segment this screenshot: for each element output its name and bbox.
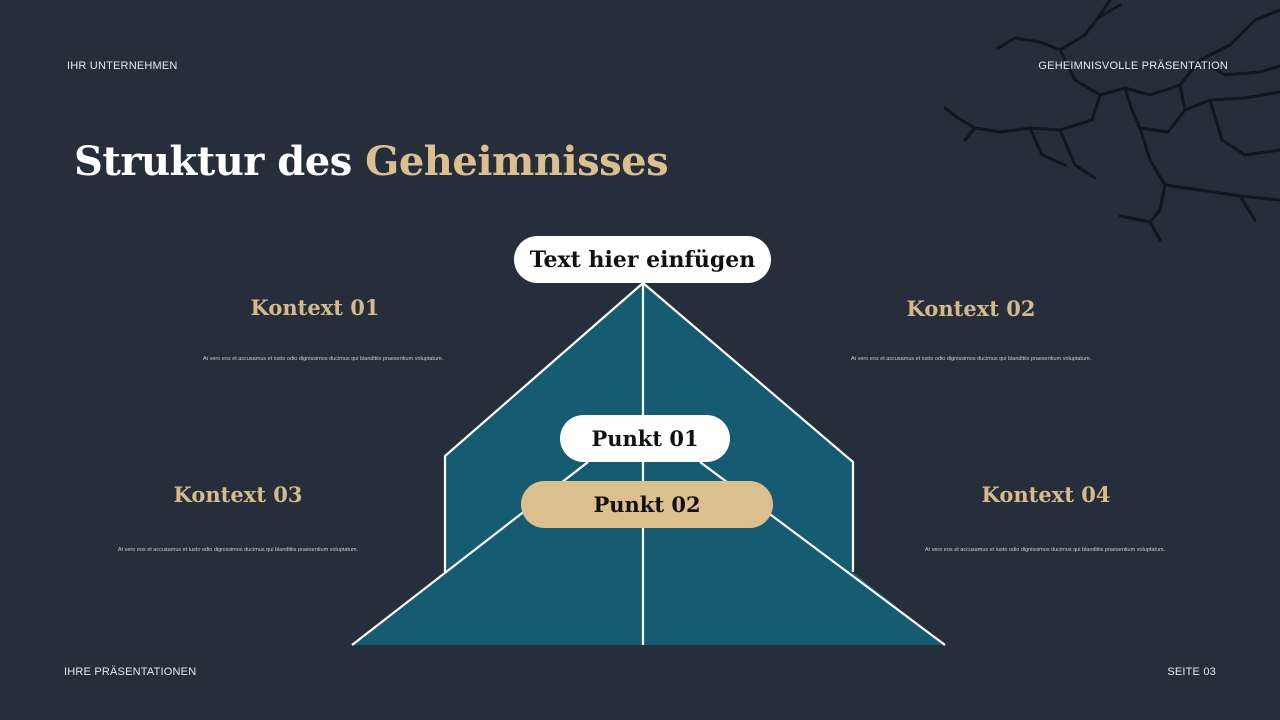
pyramid-base xyxy=(352,572,945,645)
context-03-body: At vero eos et accusamus et iusto odio d… xyxy=(117,547,359,553)
context-01-title: Kontext 01 xyxy=(250,295,380,320)
pyramid-outline-right xyxy=(642,282,855,572)
context-03-title: Kontext 03 xyxy=(173,482,303,507)
top-label-pill: Text hier einfügen xyxy=(514,236,771,283)
point-01-pill: Punkt 01 xyxy=(560,415,730,462)
context-02-title: Kontext 02 xyxy=(906,296,1036,321)
footer-presentations: IHRE PRÄSENTATIONEN xyxy=(64,666,197,678)
page-title: Struktur des Geheimnisses xyxy=(74,138,669,185)
title-accent: Geheimnisses xyxy=(365,138,669,185)
company-name: IHR UNTERNEHMEN xyxy=(67,60,178,72)
context-04-body: At vero eos et accusamus et iusto odio d… xyxy=(924,547,1166,553)
context-02-body: At vero eos et accusamus et iusto odio d… xyxy=(850,356,1092,362)
page-number: SEITE 03 xyxy=(1167,666,1216,678)
context-04-title: Kontext 04 xyxy=(981,482,1111,507)
presentation-name: GEHEIMNISVOLLE PRÄSENTATION xyxy=(1038,60,1228,72)
context-01-body: At vero eos et accusamus et iusto odio d… xyxy=(202,356,444,362)
pyramid-outline-left xyxy=(443,282,644,572)
point-02-pill: Punkt 02 xyxy=(521,481,773,528)
title-main: Struktur des xyxy=(74,138,352,185)
